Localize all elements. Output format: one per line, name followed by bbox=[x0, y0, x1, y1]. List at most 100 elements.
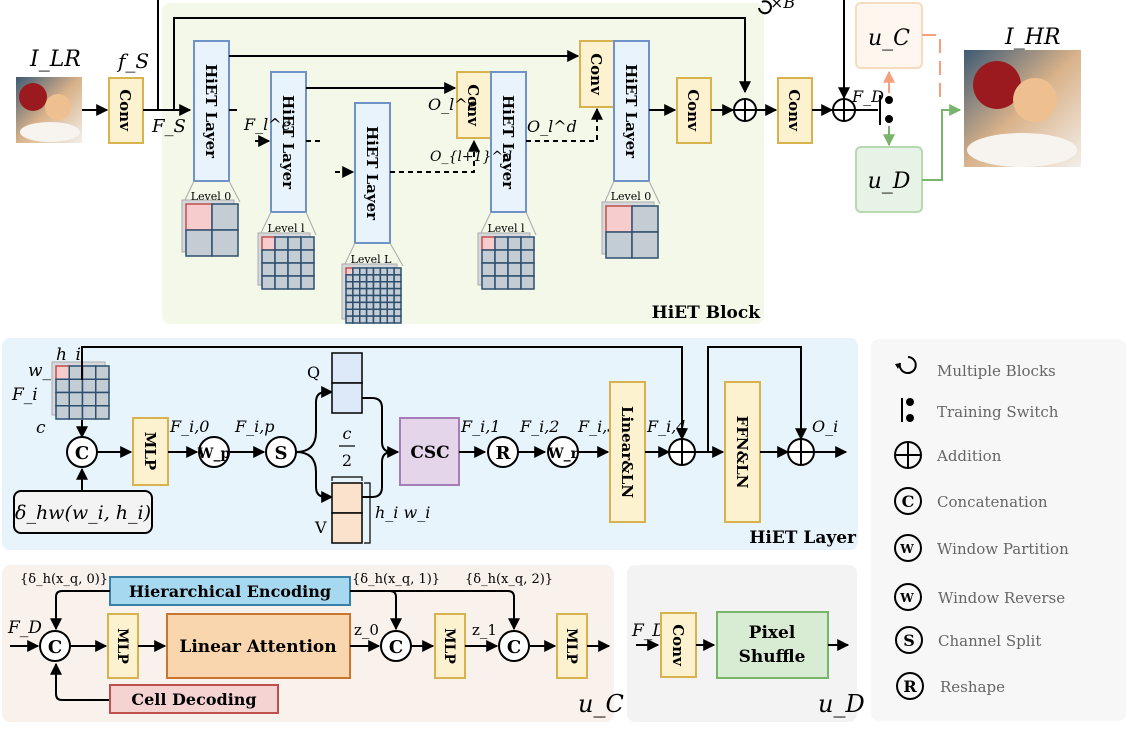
mlp-layer: MLP bbox=[132, 417, 169, 486]
hr-image bbox=[964, 50, 1081, 167]
cell-decoding-box: Cell Decoding bbox=[109, 684, 279, 714]
svg-text:S: S bbox=[903, 631, 915, 650]
fip-label: F_i,p bbox=[234, 417, 275, 436]
svg-text:δ_hw(w_i, h_i): δ_hw(w_i, h_i) bbox=[15, 502, 151, 524]
svg-text:R: R bbox=[496, 443, 512, 464]
oi-label: O_i bbox=[812, 417, 838, 436]
legend-background bbox=[871, 339, 1126, 721]
loop-icon bbox=[898, 356, 917, 374]
svg-text:C: C bbox=[389, 637, 403, 658]
fle-label: F_l^e bbox=[243, 115, 291, 134]
svg-text:MLP: MLP bbox=[141, 432, 159, 470]
level-grid: Level 0 bbox=[601, 180, 661, 259]
svg-text:MLP: MLP bbox=[441, 628, 457, 664]
svg-text:Conv: Conv bbox=[587, 53, 605, 96]
fs-feature-label: F_S bbox=[151, 116, 186, 137]
legend-label: Concatenation bbox=[937, 493, 1048, 511]
training-switch-icon[interactable] bbox=[879, 95, 893, 125]
hiwi-label: h_i w_i bbox=[375, 503, 430, 522]
ffn-ln-block: FFN&LN bbox=[724, 381, 761, 523]
svg-text:W_p: W_p bbox=[197, 446, 231, 462]
svg-text:HiET Layer: HiET Layer bbox=[202, 64, 220, 159]
uc-concat-2: C bbox=[380, 630, 412, 662]
q-block bbox=[331, 352, 363, 414]
svg-text:R: R bbox=[903, 677, 917, 696]
c-label: c bbox=[36, 418, 46, 438]
fi1-label: F_i,1 bbox=[460, 417, 500, 436]
legend-label: Window Reverse bbox=[938, 589, 1065, 607]
svg-text:Conv: Conv bbox=[464, 84, 482, 127]
svg-text:S: S bbox=[275, 443, 288, 464]
svg-text:HiET Layer: HiET Layer bbox=[622, 64, 640, 159]
svg-text:Hierarchical Encoding: Hierarchical Encoding bbox=[129, 582, 331, 601]
hiet-layer-3[interactable]: HiET Layer bbox=[354, 102, 391, 244]
svg-text:C: C bbox=[48, 637, 62, 658]
svg-text:HiET Layer: HiET Layer bbox=[363, 126, 381, 221]
z1-label: z_1 bbox=[472, 621, 497, 639]
ole-label: O_l^e bbox=[428, 95, 477, 114]
channel-split-circle: S bbox=[265, 436, 297, 468]
conv-final: Conv bbox=[777, 77, 813, 144]
c-circle-icon: C bbox=[894, 487, 922, 515]
window-reverse-circle: W_r bbox=[547, 436, 579, 468]
hiet-layer-1[interactable]: HiET Layer bbox=[193, 40, 230, 182]
svg-text:C: C bbox=[507, 637, 521, 658]
v-label: V bbox=[314, 518, 327, 537]
q-label: Q bbox=[307, 363, 320, 382]
legend-label: Channel Split bbox=[938, 632, 1041, 650]
hiet-block-title: HiET Block bbox=[652, 303, 762, 323]
hiet-layer-4[interactable]: HiET Layer bbox=[490, 71, 527, 213]
uc-box[interactable]: u_C bbox=[855, 2, 923, 69]
level-grid: Level l bbox=[477, 211, 537, 290]
level-label: Level l bbox=[487, 222, 525, 235]
legend-label: Reshape bbox=[940, 678, 1005, 696]
delta-1-label: {δ_h(x_q, 1)} bbox=[352, 572, 440, 587]
delta-2-label: {δ_h(x_q, 2)} bbox=[465, 572, 553, 587]
multiple-blocks-loop-icon bbox=[758, 0, 772, 15]
level-grid bbox=[51, 361, 110, 420]
svg-text:Linear Attention: Linear Attention bbox=[179, 637, 336, 657]
delta-hw-box: δ_hw(w_i, h_i) bbox=[13, 490, 153, 534]
delta-0-label: {δ_h(x_q, 0)} bbox=[20, 572, 108, 587]
concat-circle: C bbox=[66, 436, 98, 468]
ud-title: u_D bbox=[818, 690, 865, 718]
fi-label: F_i bbox=[11, 385, 38, 405]
legend: C W W S R Multiple Blocks Training Switc… bbox=[894, 356, 1069, 700]
level-label: Level l bbox=[267, 222, 305, 235]
uc-fd-label: F_D bbox=[7, 618, 42, 638]
hiet-layer-5[interactable]: HiET Layer bbox=[613, 40, 650, 182]
linear-ln-block: Linear&LN bbox=[609, 381, 646, 523]
s-circle-icon: S bbox=[895, 626, 923, 654]
old-label: O_l^d bbox=[527, 117, 577, 136]
hiet-layer-title: HiET Layer bbox=[749, 528, 857, 548]
hiet-layer-2[interactable]: HiET Layer bbox=[270, 71, 307, 213]
svg-text:C: C bbox=[902, 492, 915, 511]
svg-text:W_r: W_r bbox=[547, 446, 579, 462]
wr-circle-icon: W bbox=[894, 583, 922, 611]
ud-box[interactable]: u_D bbox=[855, 146, 923, 213]
svg-text:Linear&LN: Linear&LN bbox=[618, 406, 636, 498]
conv-decoder-1: Conv bbox=[456, 71, 492, 139]
legend-label: Multiple Blocks bbox=[937, 362, 1056, 380]
hierarchical-encoding-box: Hierarchical Encoding bbox=[109, 576, 351, 606]
addition-block bbox=[733, 98, 757, 122]
wi-label: w_i bbox=[28, 361, 57, 381]
level-grid: Level 0 bbox=[181, 180, 241, 257]
svg-text:C: C bbox=[75, 443, 89, 464]
lr-image bbox=[16, 77, 82, 143]
fi4-label: F_i,4 bbox=[646, 417, 686, 436]
svg-text:MLP: MLP bbox=[563, 628, 579, 664]
z0-label: z_0 bbox=[354, 621, 379, 639]
svg-text:Shuffle: Shuffle bbox=[739, 647, 806, 667]
wp-circle-icon: W bbox=[894, 534, 922, 562]
fd-label: F_D bbox=[851, 87, 884, 106]
r-circle-icon: R bbox=[896, 672, 924, 700]
uc-mlp-2: MLP bbox=[434, 613, 466, 679]
ol1d-label: O_{l+1}^d bbox=[430, 149, 512, 165]
fi3-label: F_i,3 bbox=[577, 417, 617, 436]
level-label: Level 0 bbox=[191, 190, 232, 203]
svg-text:W: W bbox=[899, 542, 914, 556]
uc-title: u_C bbox=[578, 690, 624, 718]
